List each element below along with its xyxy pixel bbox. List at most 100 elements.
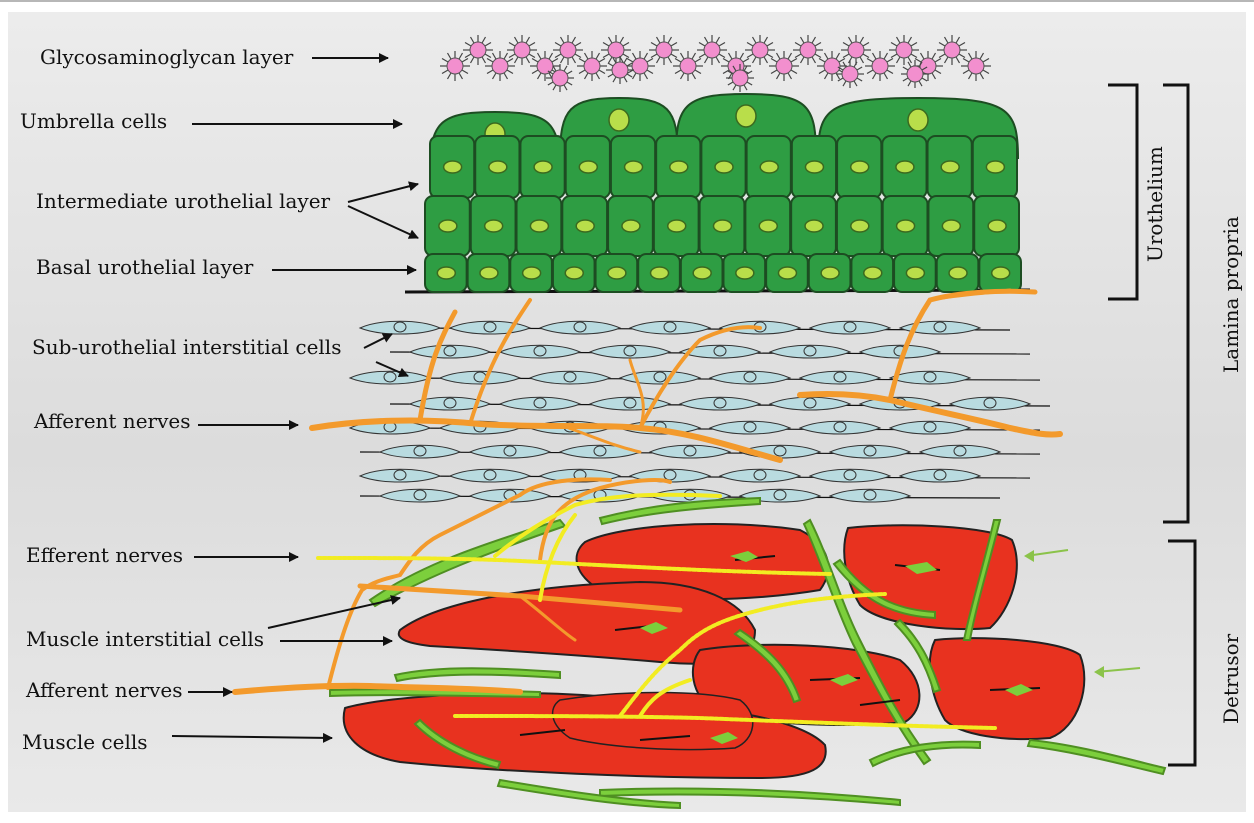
- gag-cell: [463, 35, 493, 65]
- arrow-muscle-cells: [172, 736, 332, 738]
- urothelium-layers: [405, 94, 1030, 292]
- interstitial-cell: [720, 469, 800, 482]
- bracket-urothelium: [1108, 85, 1137, 299]
- interstitial-cell: [710, 371, 790, 384]
- arrow-muscle-interstitial-upper: [268, 598, 400, 628]
- intermediate-cell: [430, 136, 474, 198]
- interstitial-cell: [440, 371, 520, 384]
- intermediate-cell: [837, 196, 882, 256]
- intermediate-cell: [974, 196, 1019, 256]
- intermediate-cell: [471, 196, 516, 256]
- intermediate-cell: [928, 196, 973, 256]
- basal-cell: [638, 254, 680, 292]
- interstitial-cell: [800, 421, 880, 434]
- interstitial-cell: [620, 371, 700, 384]
- basal-cell: [681, 254, 723, 292]
- intermediate-cell: [654, 196, 699, 256]
- interstitial-cell: [890, 421, 970, 434]
- interstitial-cell: [380, 445, 460, 458]
- gag-cell: [485, 51, 515, 81]
- interstitial-cell: [450, 321, 530, 334]
- interstitial-cell: [630, 321, 710, 334]
- intermediate-cell: [701, 136, 745, 198]
- basal-cell: [596, 254, 638, 292]
- arrow-intermediate-1: [348, 184, 418, 202]
- label-suburothelial-cells: Sub-urothelial interstitial cells: [32, 335, 341, 359]
- interstitial-cell: [860, 345, 940, 358]
- interstitial-cell: [800, 371, 880, 384]
- interstitial-cell: [830, 489, 910, 502]
- brackets: Urothelium Lamina propria Detrusor: [1108, 85, 1243, 765]
- glycosaminoglycan-layer: [440, 35, 991, 92]
- basal-cell: [510, 254, 552, 292]
- basal-cell: [979, 254, 1021, 292]
- gag-cell: [937, 35, 967, 65]
- interstitial-cell: [710, 421, 790, 434]
- interstitial-cell: [830, 445, 910, 458]
- label-basal-layer: Basal urothelial layer: [36, 255, 254, 279]
- intermediate-cell: [792, 136, 836, 198]
- interstitial-cell: [470, 445, 550, 458]
- gag-cell: [601, 35, 631, 65]
- label-muscle-interstitial: Muscle interstitial cells: [26, 627, 264, 651]
- arrow-intermediate-2: [348, 206, 418, 238]
- green-arrowhead-1: [1024, 550, 1034, 562]
- gag-cell: [841, 35, 871, 65]
- interstitial-cell: [950, 397, 1030, 410]
- basal-cell: [894, 254, 936, 292]
- intermediate-cell: [791, 196, 836, 256]
- basal-cell: [425, 254, 467, 292]
- label-afferent-nerves-1: Afferent nerves: [33, 409, 190, 433]
- interstitial-cell: [770, 397, 850, 410]
- intermediate-cell: [611, 136, 655, 198]
- gag-cell: [793, 35, 823, 65]
- label-detrusor: Detrusor: [1219, 633, 1243, 724]
- label-intermediate-layer: Intermediate urothelial layer: [36, 189, 331, 213]
- interstitial-cell: [380, 489, 460, 502]
- interstitial-cell: [920, 445, 1000, 458]
- green-arrowhead-2: [1094, 666, 1104, 678]
- gag-cell: [697, 35, 727, 65]
- interstitial-cell: [540, 321, 620, 334]
- interstitial-cell: [680, 397, 760, 410]
- intermediate-cell: [566, 136, 610, 198]
- interstitial-cell: [650, 445, 730, 458]
- interstitial-cell: [360, 321, 440, 334]
- intermediate-cell: [883, 196, 928, 256]
- gag-cell: [769, 51, 799, 81]
- intermediate-cell: [475, 136, 519, 198]
- basal-cell: [937, 254, 979, 292]
- intermediate-cell: [562, 196, 607, 256]
- interstitial-cell: [350, 371, 430, 384]
- gag-cell: [673, 51, 703, 81]
- gag-cell: [553, 35, 583, 65]
- interstitial-cell: [590, 345, 670, 358]
- interstitial-cell: [810, 321, 890, 334]
- interstitial-cell: [360, 469, 440, 482]
- interstitial-cell: [810, 469, 890, 482]
- gag-cell: [961, 51, 991, 81]
- label-glycosaminoglycan: Glycosaminoglycan layer: [40, 45, 294, 69]
- intermediate-cell: [882, 136, 926, 198]
- gag-cell: [649, 35, 679, 65]
- interstitial-cell: [530, 371, 610, 384]
- intermediate-cell: [520, 136, 564, 198]
- intermediate-cell: [608, 196, 653, 256]
- basal-cell: [724, 254, 766, 292]
- label-muscle-cells: Muscle cells: [22, 730, 148, 754]
- basal-cell: [553, 254, 595, 292]
- label-afferent-nerves-2: Afferent nerves: [25, 678, 182, 702]
- interstitial-cell: [500, 345, 580, 358]
- label-umbrella-cells: Umbrella cells: [20, 109, 167, 133]
- interstitial-cell: [770, 345, 850, 358]
- gag-cell: [625, 51, 655, 81]
- interstitial-cell: [900, 469, 980, 482]
- basal-cell: [851, 254, 893, 292]
- gag-cell: [440, 51, 470, 81]
- arrow-suburothelial-1: [364, 334, 392, 348]
- label-efferent-nerves: Efferent nerves: [26, 543, 183, 567]
- intermediate-cell: [837, 136, 881, 198]
- gag-cell: [745, 35, 775, 65]
